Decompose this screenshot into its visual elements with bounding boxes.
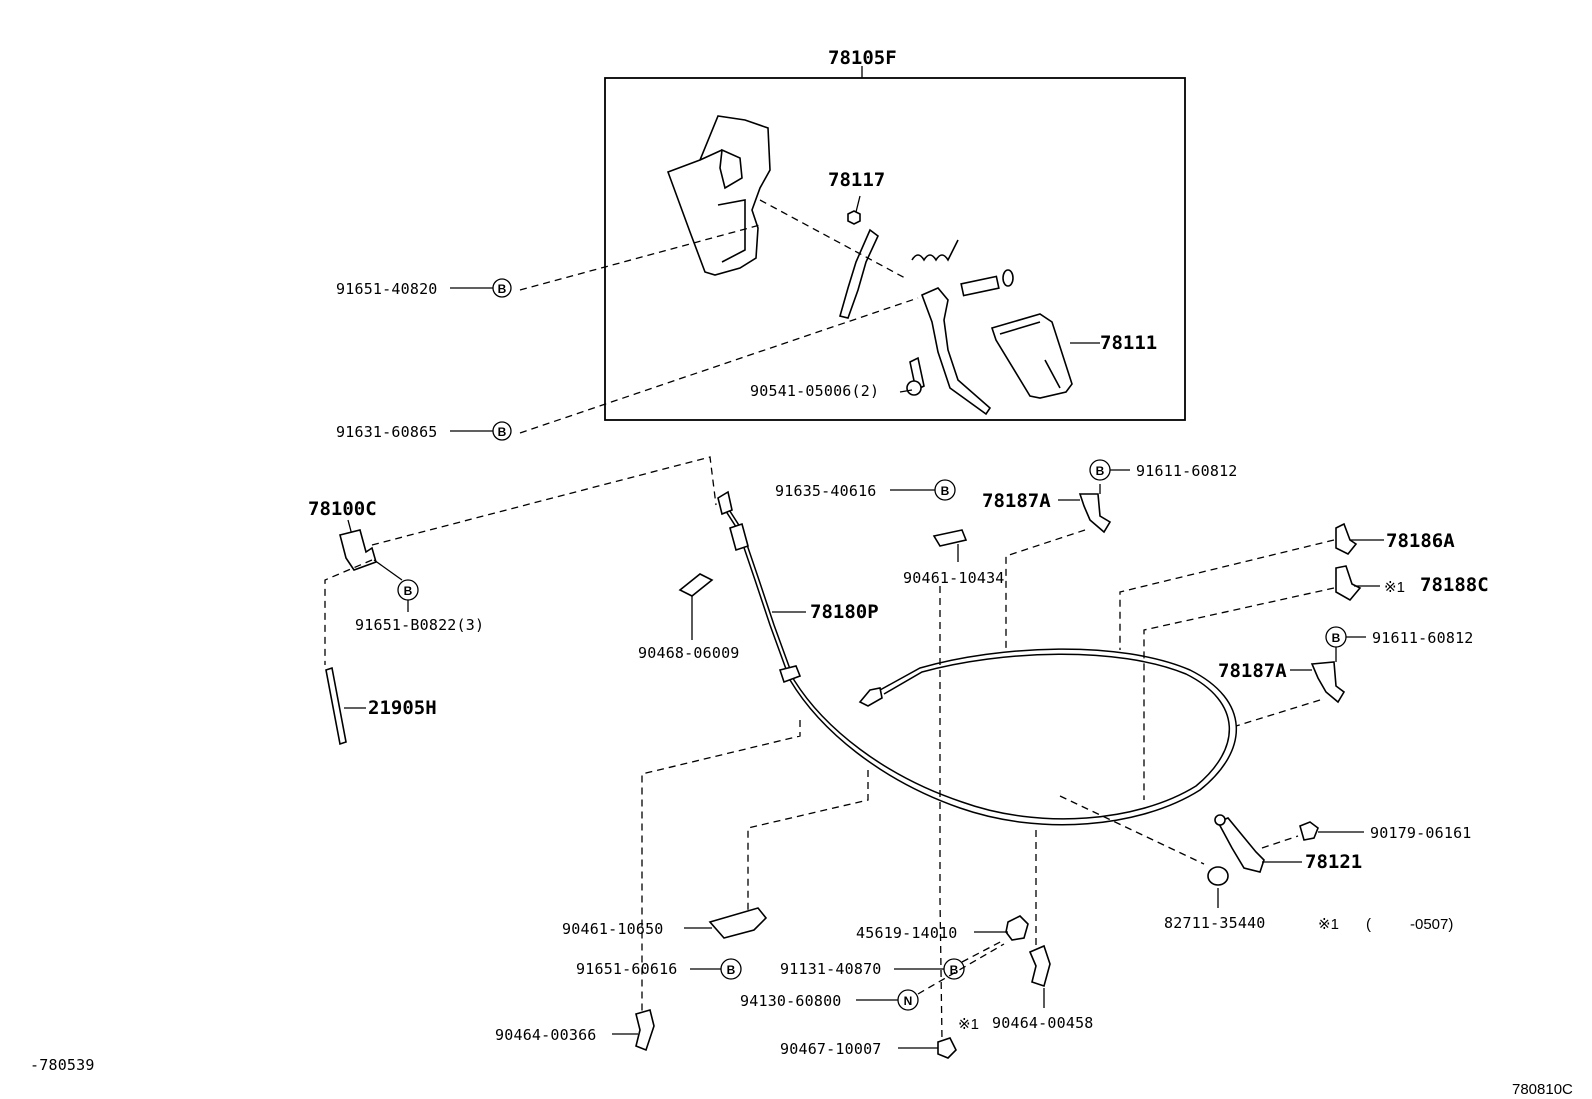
label-21905H: 21905H xyxy=(368,697,437,719)
label-78121: 78121 xyxy=(1305,851,1362,873)
mark-90464-00458: ※1 xyxy=(958,1016,979,1033)
label-90541-05006: 90541-05006(2) xyxy=(750,382,879,400)
label-78187A-top: 78187A xyxy=(982,490,1051,512)
badge-b-icon: B xyxy=(941,484,950,498)
label-91635-40616: 91635-40616 xyxy=(775,482,877,500)
label-91631-60865: 91631-60865 xyxy=(336,423,438,441)
badge-b-icon: B xyxy=(950,963,959,977)
footnote-range: -0507) xyxy=(1410,916,1453,933)
label-90461-10650: 90461-10650 xyxy=(562,920,664,938)
label-78186A: 78186A xyxy=(1386,530,1455,552)
pedal-bracket-shape xyxy=(666,115,771,276)
label-78188C: 78188C xyxy=(1420,574,1489,596)
label-78100C: 78100C xyxy=(308,498,377,520)
label-91611-60812-top: 91611-60812 xyxy=(1136,462,1238,480)
label-78180P: 78180P xyxy=(810,601,879,623)
label-90464-00458: 90464-00458 xyxy=(992,1014,1094,1032)
footer-left-code: -780539 xyxy=(30,1056,95,1074)
label-78117: 78117 xyxy=(828,169,885,191)
label-78111: 78111 xyxy=(1100,332,1157,354)
grommet-82711-shape xyxy=(1207,866,1229,886)
clamp-90461-10650-shape xyxy=(708,907,768,939)
label-78187A-mid: 78187A xyxy=(1218,660,1287,682)
nut-78117-shape xyxy=(847,210,861,225)
clamp-90461-10434-shape xyxy=(932,529,968,547)
label-91651-60616: 91651-60616 xyxy=(576,960,678,978)
mark-78188C: ※1 xyxy=(1384,579,1405,596)
label-78105F: 78105F xyxy=(828,47,897,69)
label-91651-40820: 91651-40820 xyxy=(336,280,438,298)
label-90468-06009: 90468-06009 xyxy=(638,644,740,662)
bracket-78121-shape xyxy=(1216,817,1265,873)
label-90467-10007: 90467-10007 xyxy=(780,1040,882,1058)
badge-b-icon: B xyxy=(1332,631,1341,645)
footnote-open: ( xyxy=(1366,916,1371,933)
footer-right-code: 780810C xyxy=(1512,1081,1573,1098)
badge-b-icon: B xyxy=(727,963,736,977)
label-91611-60812-mid: 91611-60812 xyxy=(1372,629,1474,647)
label-91651-B0822: 91651-B0822(3) xyxy=(355,616,484,634)
badge-b-icon: B xyxy=(1096,464,1105,478)
clip-90468-shape xyxy=(678,573,714,597)
label-90464-00366: 90464-00366 xyxy=(495,1026,597,1044)
accelerator-cable xyxy=(721,504,1237,826)
label-45619-14010: 45619-14010 xyxy=(856,924,958,942)
assembly-box xyxy=(604,77,1186,421)
label-94130-60800: 94130-60800 xyxy=(740,992,842,1010)
badge-b-icon: B xyxy=(404,584,413,598)
bracket-78100C-shape xyxy=(339,529,377,571)
badge-b-icon: B xyxy=(498,282,507,296)
grommet-45619-shape xyxy=(1005,915,1029,941)
badge-b-icon: B xyxy=(498,425,507,439)
badge-n-icon: N xyxy=(904,994,913,1008)
label-82711-35440: 82711-35440 xyxy=(1164,914,1266,932)
label-90461-10434: 90461-10434 xyxy=(903,569,1005,587)
label-90179-06161: 90179-06161 xyxy=(1370,824,1472,842)
pedal-pad-shape xyxy=(990,313,1073,399)
footnote-mark: ※1 xyxy=(1318,916,1339,933)
label-91131-40870: 91131-40870 xyxy=(780,960,882,978)
